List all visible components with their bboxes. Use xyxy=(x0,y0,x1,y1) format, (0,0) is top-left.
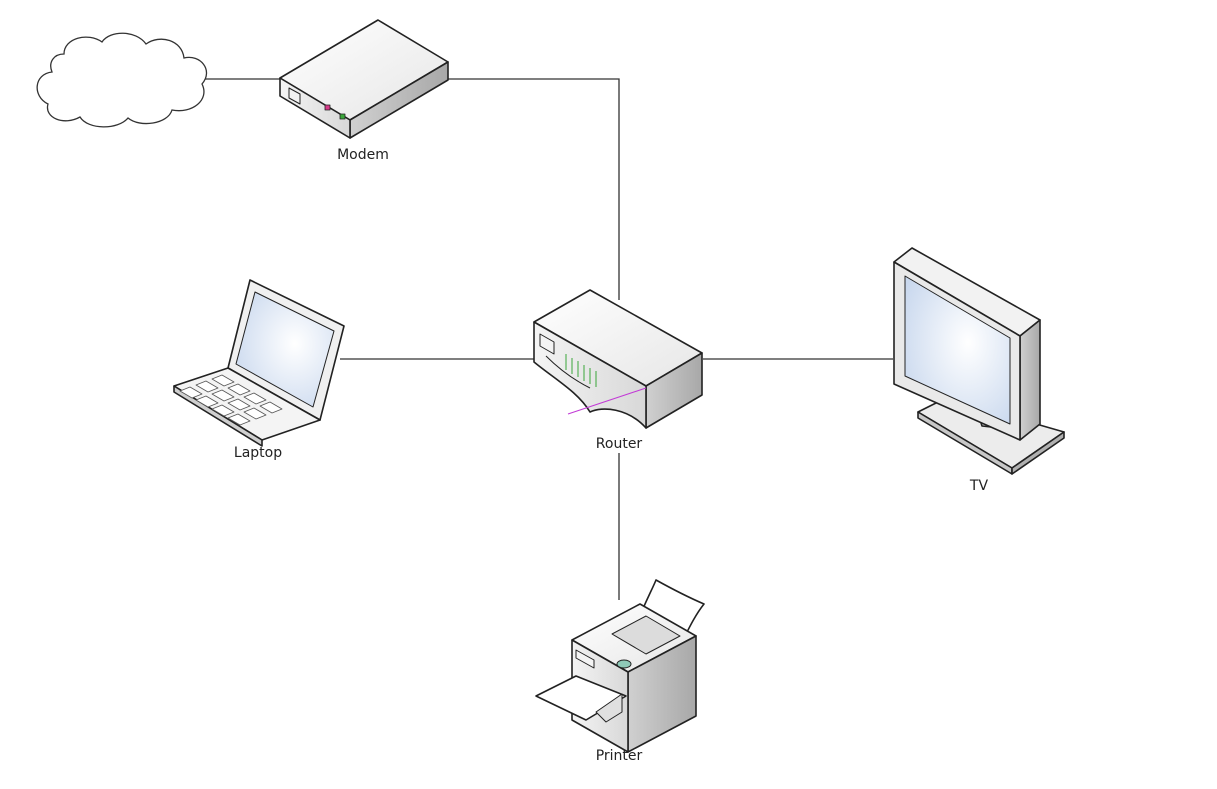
connections xyxy=(205,78,893,600)
router-label: Router xyxy=(595,436,643,452)
edge-modem-router xyxy=(448,78,620,300)
modem-icon xyxy=(279,19,449,139)
printer-icon xyxy=(535,579,705,753)
cloud-icon xyxy=(36,32,208,128)
printer-label: Printer xyxy=(595,748,643,764)
tv-label: TV xyxy=(969,478,989,494)
laptop-label: Laptop xyxy=(233,445,283,461)
modem-label: Modem xyxy=(337,147,389,163)
laptop-icon xyxy=(173,279,345,447)
tv-icon xyxy=(893,247,1065,475)
router-icon xyxy=(533,289,703,429)
